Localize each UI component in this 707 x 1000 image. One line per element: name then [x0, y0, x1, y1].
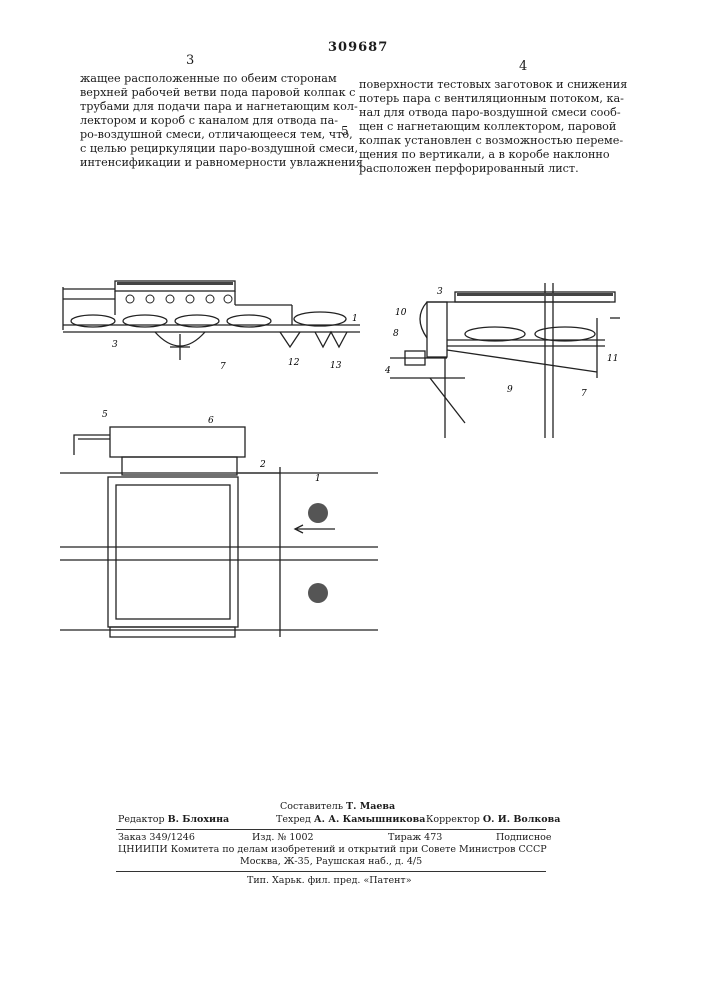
compiler-line: Составитель Т. Маева — [280, 801, 395, 813]
fig1-label: 7 — [220, 362, 226, 372]
org-line-1: ЦНИИПИ Комитета по делам изобретений и о… — [118, 844, 547, 856]
org-line-2: Москва, Ж-35, Раушская наб., д. 4/5 — [240, 856, 422, 868]
fig1-label: 13 — [330, 361, 342, 371]
left-column-number: 3 — [186, 53, 194, 68]
fig2-label: 3 — [437, 287, 443, 297]
text-line: колпак установлен с возможностью переме- — [359, 134, 641, 148]
edition-number: Изд. № 1002 — [252, 832, 314, 844]
text-line: жащее расположенные по обеим сторонам — [80, 72, 360, 86]
subscription: Подписное — [496, 832, 552, 844]
fig3-label: 5 — [102, 410, 108, 420]
text-line: поверхности тестовых заготовок и снижени… — [359, 78, 641, 92]
corrector-line: Корректор О. И. Волкова — [426, 814, 560, 826]
patent-number: 309687 — [328, 40, 388, 55]
text-line: щен с нагнетающим коллектором, паровой — [359, 120, 641, 134]
footer-divider — [116, 829, 546, 830]
text-line: нал для отвода паро-воздушной смеси сооб… — [359, 106, 641, 120]
right-text-column: поверхности тестовых заготовок и снижени… — [359, 78, 641, 176]
fig3-label: 1 — [315, 474, 321, 484]
order-number: Заказ 349/1246 — [118, 832, 195, 844]
text-line: ро-воздушной смеси, отличающееся тем, чт… — [80, 128, 360, 142]
text-line: лектором и короб с каналом для отвода па… — [80, 114, 360, 128]
figure-1-side-section: 3 7 12 13 1 — [60, 275, 380, 380]
fig2-label: 4 — [385, 366, 391, 376]
right-column-number: 4 — [519, 59, 527, 74]
text-line: щения по вертикали, а в коробе наклонно — [359, 148, 641, 162]
fig2-label: 8 — [393, 329, 399, 339]
fig1-label: 12 — [288, 358, 300, 368]
text-line: интенсификации и равномерности увлажнени… — [80, 156, 360, 170]
text-line: с целью рециркуляции паро-воздушной смес… — [80, 142, 360, 156]
techred-line: Техред А. А. Камышникова — [276, 814, 425, 826]
fig2-label: 10 — [395, 308, 407, 318]
circulation: Тираж 473 — [388, 832, 442, 844]
footer-divider — [116, 871, 546, 872]
fig1-label: 1 — [352, 314, 358, 324]
text-line: потерь пара с вентиляционным потоком, ка… — [359, 92, 641, 106]
left-text-column: жащее расположенные по обеим сторонам ве… — [80, 72, 360, 170]
printer-line: Тип. Харьк. фил. пред. «Патент» — [247, 875, 412, 887]
line-number-marker: 5 — [341, 124, 349, 138]
text-line: расположен перфорированный лист. — [359, 162, 641, 176]
figure-2-cross-section: 3 10 8 4 9 7 11 — [385, 278, 630, 438]
fig2-label: 7 — [581, 389, 587, 399]
editor-line: Редактор В. Блохина — [118, 814, 229, 826]
fig3-label: 6 — [208, 416, 214, 426]
fig2-label: 11 — [607, 354, 618, 364]
fig1-label: 3 — [112, 340, 118, 350]
fig3-label: 2 — [259, 460, 266, 470]
fig2-label: 9 — [507, 385, 513, 395]
text-line: трубами для подачи пара и нагнетающим ко… — [80, 100, 360, 114]
text-line: верхней рабочей ветви пода паровой колпа… — [80, 86, 360, 100]
figure-3-plan-view: 5 6 2 1 — [60, 405, 385, 640]
